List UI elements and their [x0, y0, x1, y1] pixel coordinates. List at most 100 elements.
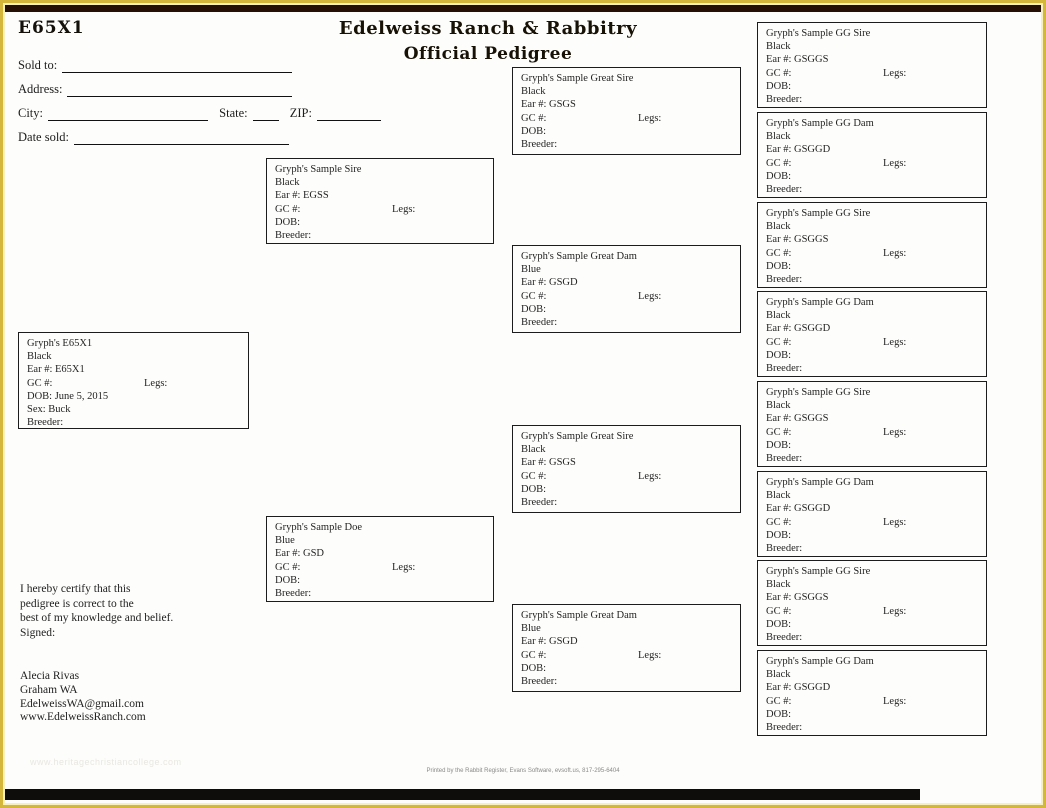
animal-color: Black	[766, 579, 791, 591]
pedigree-box-gg-sire-2: Gryph's Sample GG Sire Black Ear #: GSGG…	[757, 202, 987, 288]
animal-ear-number: Ear #: GSGS	[521, 99, 576, 111]
animal-color: Black	[275, 177, 300, 189]
pedigree-box-great-sire-2: Gryph's Sample Great Sire Black Ear #: G…	[512, 425, 741, 513]
animal-name: Gryph's Sample GG Dam	[766, 118, 874, 129]
animal-ear-number: Ear #: GSGGD	[766, 682, 831, 694]
animal-breeder: Breeder:	[766, 363, 803, 375]
animal-name: Gryph's E65X1	[27, 338, 93, 349]
pedigree-box-great-dam-2: Gryph's Sample Great Dam Blue Ear #: GSG…	[512, 604, 741, 692]
animal-dob: DOB:	[521, 662, 547, 674]
animal-breeder: Breeder:	[766, 274, 803, 286]
certification-statement: I hereby certify that this pedigree is c…	[20, 582, 173, 640]
animal-dob: DOB:	[275, 216, 301, 228]
animal-dob: DOB: June 5, 2015	[27, 390, 109, 402]
gc-label: GC #:	[766, 426, 792, 438]
legs-label: Legs:	[638, 290, 662, 302]
gc-label: GC #:	[521, 290, 547, 302]
animal-name: Gryph's Sample GG Sire	[766, 28, 871, 39]
breeder-email: EdelweissWA@gmail.com	[20, 697, 144, 710]
animal-breeder: Breeder:	[275, 230, 312, 242]
animal-breeder: Breeder:	[27, 417, 64, 429]
document-title: Edelweiss Ranch & Rabbitry Official Pedi…	[330, 16, 646, 66]
gc-label: GC #:	[766, 516, 792, 528]
animal-name: Gryph's Sample GG Sire	[766, 208, 871, 219]
animal-name: Gryph's Sample GG Dam	[766, 477, 874, 488]
animal-color: Blue	[521, 264, 541, 276]
date-sold-row: Date sold:	[18, 130, 290, 145]
animal-name: Gryph's Sample Great Dam	[521, 251, 637, 262]
legs-label: Legs:	[883, 695, 907, 707]
animal-ear-number: Ear #: GSGD	[521, 636, 578, 648]
gc-legs-row: GC #: Legs:	[766, 426, 984, 439]
gc-legs-row: GC #:Legs:	[521, 112, 738, 125]
animal-ear-number: Ear #: GSGGD	[766, 144, 831, 156]
legs-label: Legs:	[392, 203, 416, 215]
animal-breeder: Breeder:	[766, 94, 803, 106]
pedigree-box-sire: Gryph's Sample Sire Black Ear #: EGSS GC…	[266, 158, 494, 244]
certification-line: I hereby certify that this	[20, 583, 131, 595]
legs-label: Legs:	[883, 605, 907, 617]
animal-color: Blue	[521, 623, 541, 635]
pedigree-box-gg-dam-4: Gryph's Sample GG Dam Black Ear #: GSGGD…	[757, 650, 987, 736]
date-sold-label: Date sold:	[18, 130, 70, 144]
gc-label: GC #:	[766, 247, 792, 259]
pedigree-box-gg-sire-3: Gryph's Sample GG Sire Black Ear #: GSGG…	[757, 381, 987, 467]
gc-label: GC #:	[766, 605, 792, 617]
breeder-location: Graham WA	[20, 683, 78, 696]
animal-ear-number: Ear #: EGSS	[275, 190, 329, 202]
zip-blank-line	[316, 107, 381, 121]
address-label: Address:	[18, 82, 63, 96]
animal-dob: DOB:	[766, 439, 792, 451]
printed-by-footer: Printed by the Rabbit Register, Evans So…	[426, 768, 620, 774]
animal-color: Black	[766, 131, 791, 143]
pedigree-box-gg-dam-3: Gryph's Sample GG Dam Black Ear #: GSGGD…	[757, 471, 987, 557]
animal-dob: DOB:	[766, 529, 792, 541]
animal-name: Gryph's Sample Doe	[275, 522, 363, 533]
pedigree-box-gg-sire-4: Gryph's Sample GG Sire Black Ear #: GSGG…	[757, 560, 987, 646]
sold-to-row: Sold to:	[18, 58, 293, 73]
animal-ear-number: Ear #: GSGGD	[766, 323, 831, 335]
gc-label: GC #:	[521, 112, 547, 124]
gc-legs-row: GC #:Legs:	[766, 67, 984, 80]
animal-breeder: Breeder:	[766, 184, 803, 196]
gc-legs-row: GC #: Legs:	[766, 516, 984, 529]
ranch-name-title: Edelweiss Ranch & Rabbitry	[338, 18, 638, 39]
pedigree-box-gg-dam-1: Gryph's Sample GG Dam Black Ear #: GSGGD…	[757, 112, 987, 198]
pedigree-box-gg-dam-2: Gryph's Sample GG Dam Black Ear #: GSGGD…	[757, 291, 987, 377]
animal-dob: DOB:	[766, 170, 792, 182]
legs-label: Legs:	[883, 426, 907, 438]
gc-legs-row: GC #: Legs:	[766, 605, 984, 618]
animal-name: Gryph's Sample GG Sire	[766, 566, 871, 577]
gc-legs-row: GC #:Legs:	[521, 470, 738, 483]
animal-color: Black	[766, 490, 791, 502]
breeder-name: Alecia Rivas	[20, 670, 80, 682]
animal-name: Gryph's Sample Great Sire	[521, 73, 634, 84]
animal-ear-number: Ear #: GSGGS	[766, 234, 829, 246]
animal-color: Black	[766, 669, 791, 681]
gc-legs-row: GC #: Legs:	[521, 290, 738, 303]
city-label: City:	[18, 106, 44, 120]
animal-dob: DOB:	[521, 483, 547, 495]
city-state-zip-row: City: State: ZIP:	[18, 106, 381, 121]
pedigree-box-great-dam-1: Gryph's Sample Great Dam Blue Ear #: GSG…	[512, 245, 741, 333]
animal-name: Gryph's Sample GG Sire	[766, 387, 871, 398]
gc-legs-row: GC #:Legs:	[766, 336, 984, 349]
animal-dob: DOB:	[766, 349, 792, 361]
gc-label: GC #:	[275, 203, 301, 215]
gc-legs-row: GC #:Legs:	[275, 561, 491, 574]
breeder-website: www.EdelweissRanch.com	[20, 711, 146, 724]
animal-ear-number: Ear #: GSGGD	[766, 503, 831, 515]
legs-label: Legs:	[144, 377, 168, 389]
legs-label: Legs:	[883, 516, 907, 528]
legs-label: Legs:	[883, 247, 907, 259]
animal-breeder: Breeder:	[766, 453, 803, 465]
animal-ear-number: Ear #: GSD	[275, 548, 324, 560]
top-black-bar	[3, 3, 1043, 12]
animal-breeder: Breeder:	[521, 139, 558, 151]
gc-legs-row: GC #:Legs:	[27, 377, 246, 390]
bottom-black-bar	[3, 789, 920, 800]
certification-line: best of my knowledge and belief.	[20, 612, 174, 625]
site-watermark: www.heritagechristiancollege.com	[30, 757, 182, 767]
animal-name: Gryph's Sample Sire	[275, 164, 362, 175]
